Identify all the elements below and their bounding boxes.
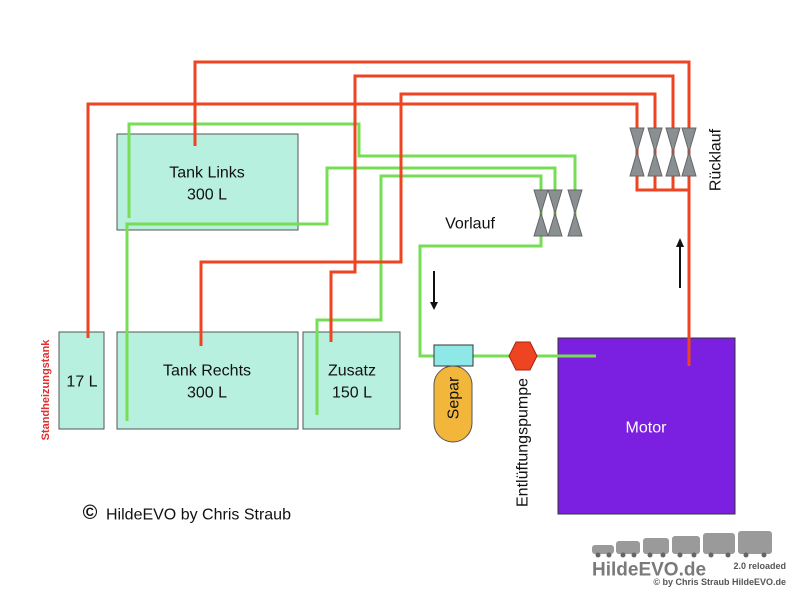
- ruecklauf-label: Rücklauf: [708, 128, 725, 191]
- pump-label: Entlüftungspumpe: [515, 378, 532, 507]
- logo-credit: © by Chris Straub HildeEVO.de: [653, 577, 786, 587]
- tank-rechts-volume: 300 L: [187, 385, 227, 402]
- tank-links-name: Tank Links: [169, 165, 245, 182]
- tank-links: [116, 133, 299, 231]
- vorlauf-valves: [533, 189, 583, 237]
- return-lines: [86, 60, 691, 366]
- arrow-down-icon: [430, 302, 438, 310]
- supply-line-tank-links: [127, 122, 577, 236]
- ruecklauf-valves: [629, 127, 697, 177]
- copyright-symbol: ©: [83, 502, 98, 524]
- separ-head: [433, 344, 474, 367]
- vorlauf-valve-2[interactable]: [547, 189, 563, 237]
- tank-zusatz-name: Zusatz: [328, 363, 376, 380]
- supply-line-tank-rechts: [125, 166, 557, 421]
- supply-lines: [125, 122, 596, 421]
- vorlauf-label: Vorlauf: [445, 216, 495, 233]
- motor-label: Motor: [626, 420, 668, 437]
- vorlauf-valve-1[interactable]: [533, 189, 549, 237]
- ruecklauf-valve-1[interactable]: [629, 127, 645, 177]
- hildeevo-logo: HildeEVO.de 2.0 reloaded © by Chris Stra…: [592, 531, 786, 587]
- ruecklauf-valve-4[interactable]: [681, 127, 697, 177]
- tank-links-volume: 300 L: [187, 187, 227, 204]
- separ-body: [433, 365, 473, 443]
- return-line-zusatz: [329, 74, 675, 342]
- tank-standheizung: [58, 331, 105, 430]
- tank-rechts: [116, 331, 299, 430]
- tank-standheizung-volume: 17 L: [66, 374, 97, 391]
- logo-badge: 2.0 reloaded: [733, 561, 786, 571]
- ruecklauf-valve-3[interactable]: [665, 127, 681, 177]
- standheizung-side-label: Standheizungstank: [40, 339, 52, 441]
- separ-label: Separ: [446, 376, 463, 419]
- flow-arrow-up: [676, 238, 684, 288]
- supply-line-zusatz: [315, 174, 543, 415]
- ruecklauf-valve-2[interactable]: [647, 127, 663, 177]
- return-line-tank-rechts: [199, 92, 657, 346]
- supply-line-collector: [418, 236, 543, 358]
- vehicles-icon: [592, 531, 772, 558]
- tank-zusatz: [302, 331, 401, 430]
- vorlauf-valve-3[interactable]: [567, 189, 583, 237]
- motor: [557, 337, 736, 515]
- pump-icon[interactable]: [508, 341, 538, 371]
- logo-text: HildeEVO.de: [592, 560, 706, 581]
- arrow-up-icon: [676, 238, 684, 247]
- copyright-text: HildeEVO by Chris Straub: [106, 507, 291, 524]
- tank-rechts-name: Tank Rechts: [163, 363, 251, 380]
- tank-zusatz-volume: 150 L: [332, 385, 372, 402]
- flow-arrow-down: [430, 271, 438, 310]
